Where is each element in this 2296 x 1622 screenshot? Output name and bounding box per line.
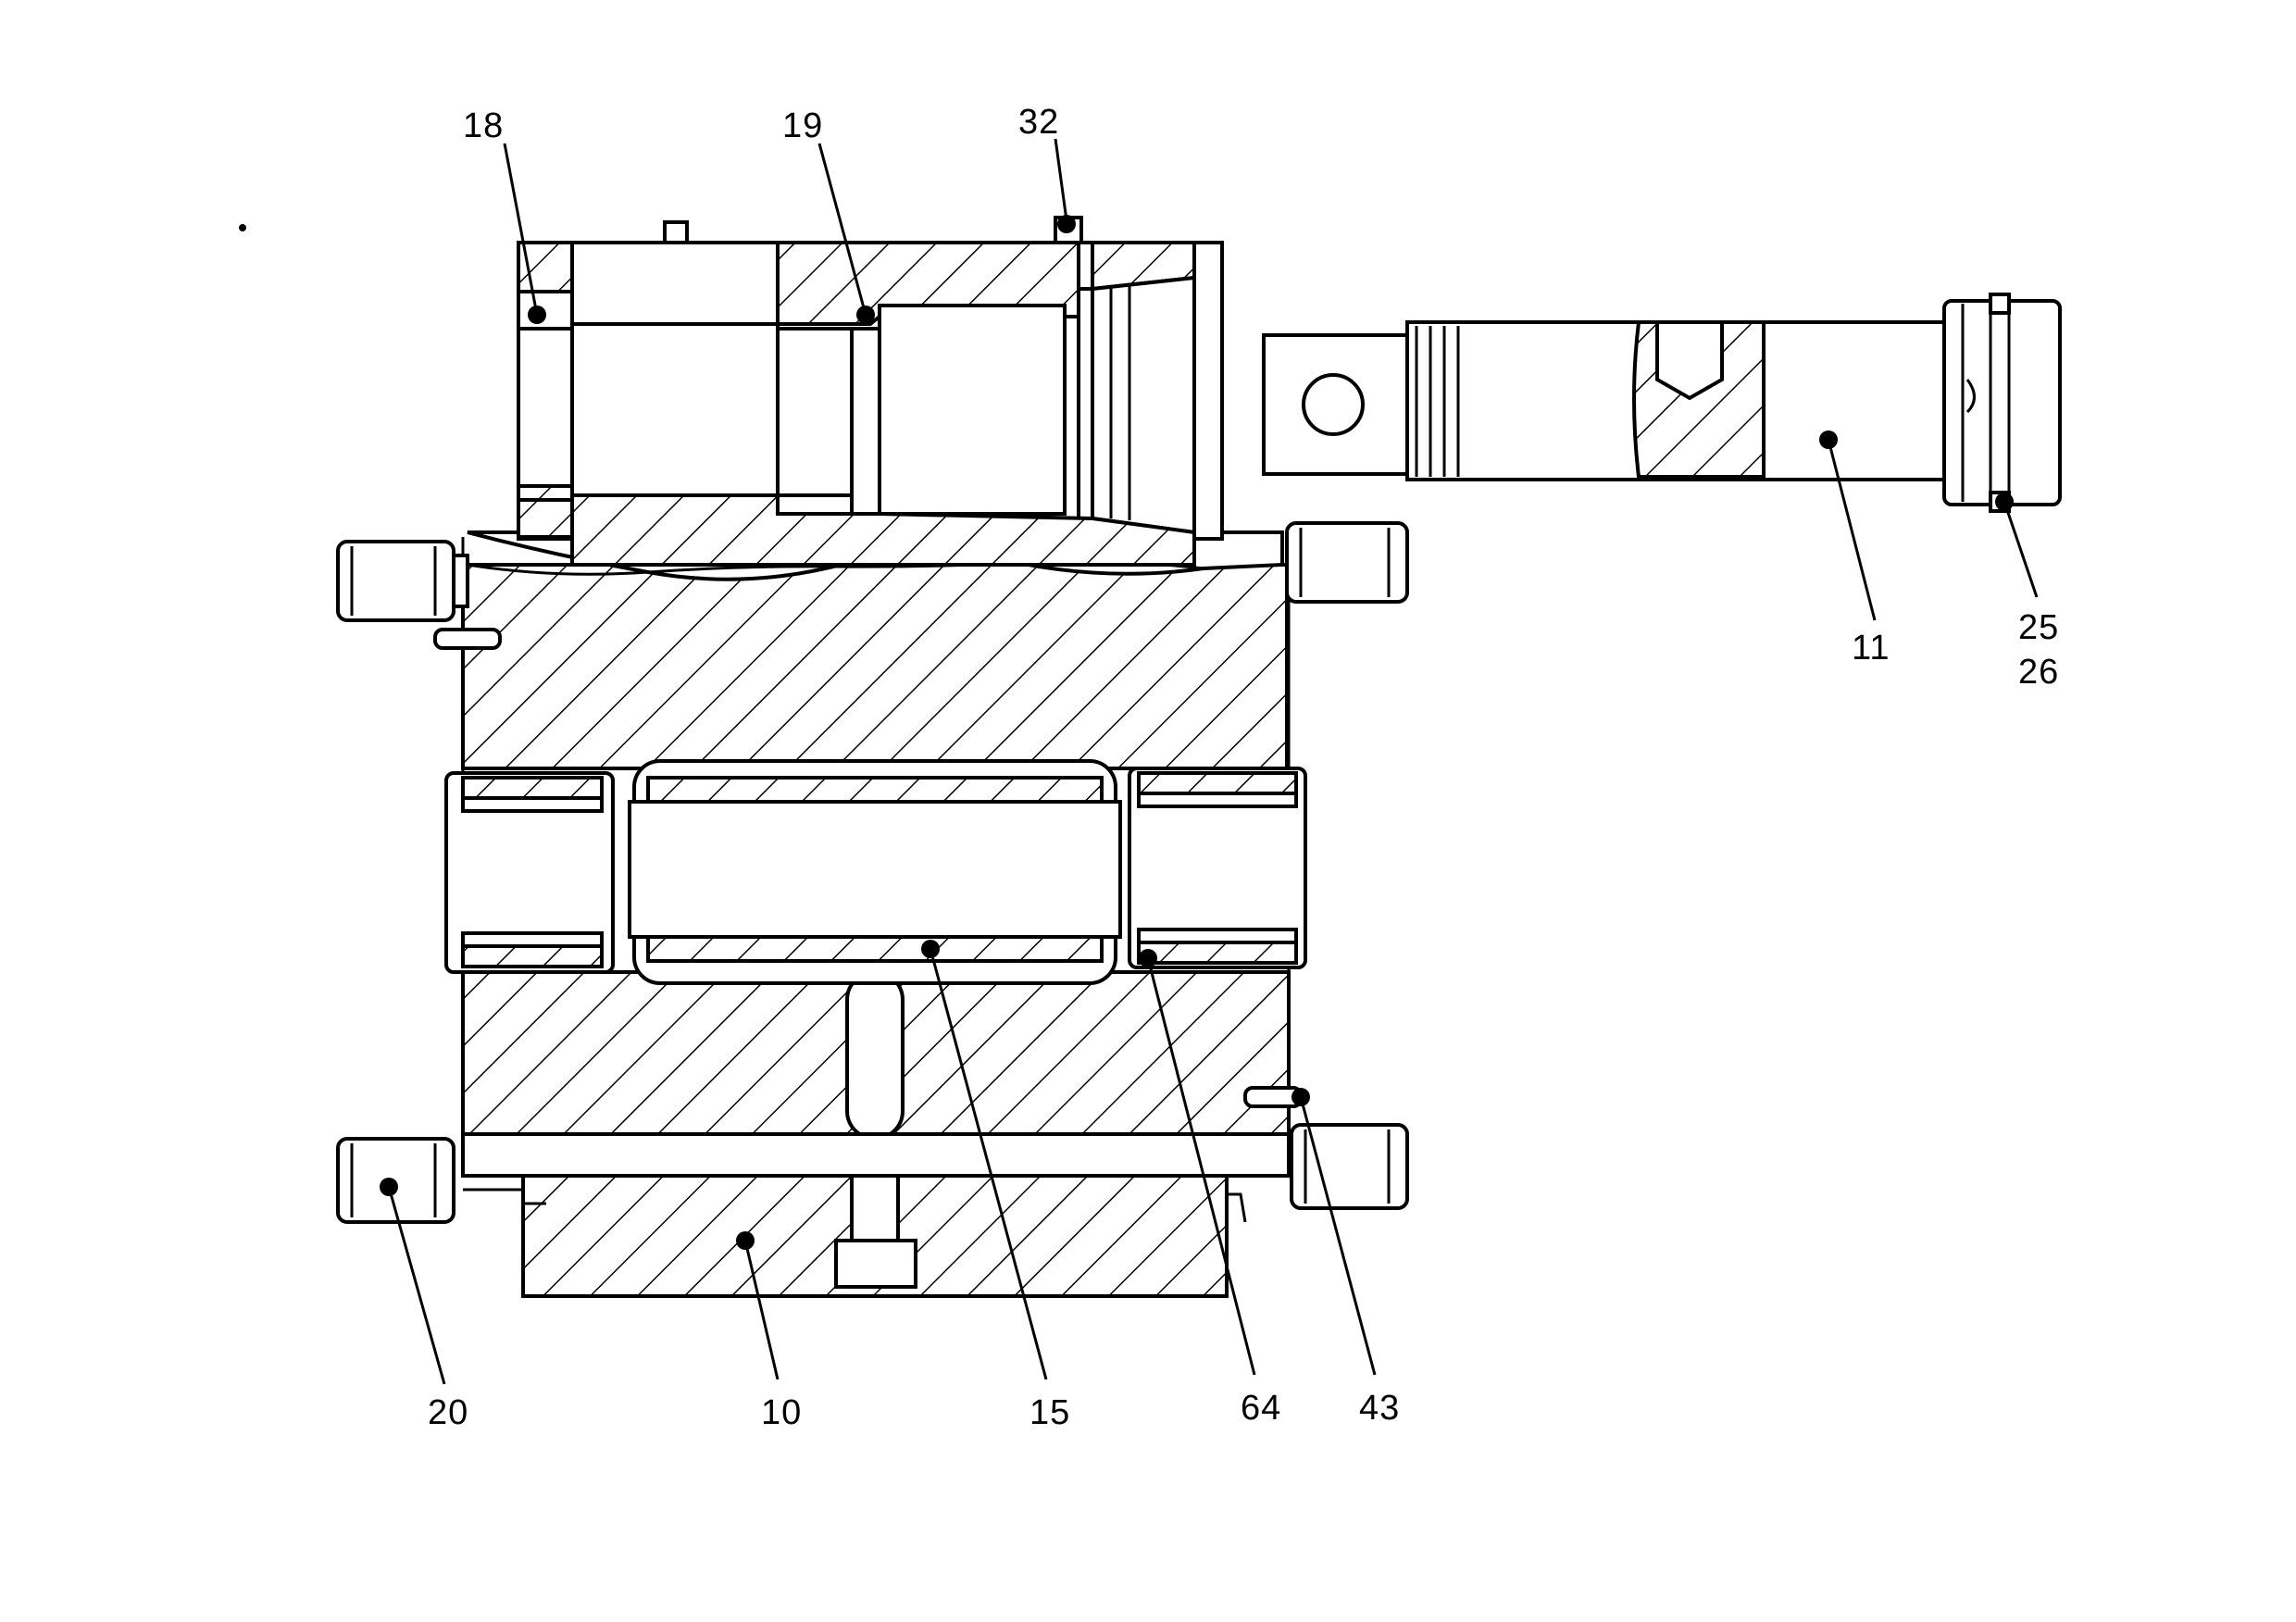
piston-rod <box>1262 293 2062 513</box>
cylinder-block <box>517 216 1224 567</box>
upper-fittings <box>336 521 1409 650</box>
lower-fittings <box>336 1086 1409 1224</box>
callout-15: 15 <box>1029 1393 1070 1432</box>
callout-43: 43 <box>1359 1389 1400 1428</box>
callout-10: 10 <box>761 1393 802 1432</box>
callout-leaders <box>239 138 2039 1385</box>
callout-25: 25 <box>2018 608 2059 647</box>
main-housing <box>461 528 1291 1298</box>
callout-11: 11 <box>1852 629 1890 668</box>
shaft-assembly <box>444 759 1307 985</box>
callout-64: 64 <box>1241 1389 1281 1428</box>
callout-19: 19 <box>782 106 823 145</box>
callout-20: 20 <box>428 1393 468 1432</box>
callout-18: 18 <box>463 106 504 145</box>
callout-26: 26 <box>2018 653 2059 692</box>
callout-labels: 18 19 32 11 25 26 20 10 15 64 43 <box>428 103 2059 1432</box>
callout-32: 32 <box>1018 103 1059 142</box>
